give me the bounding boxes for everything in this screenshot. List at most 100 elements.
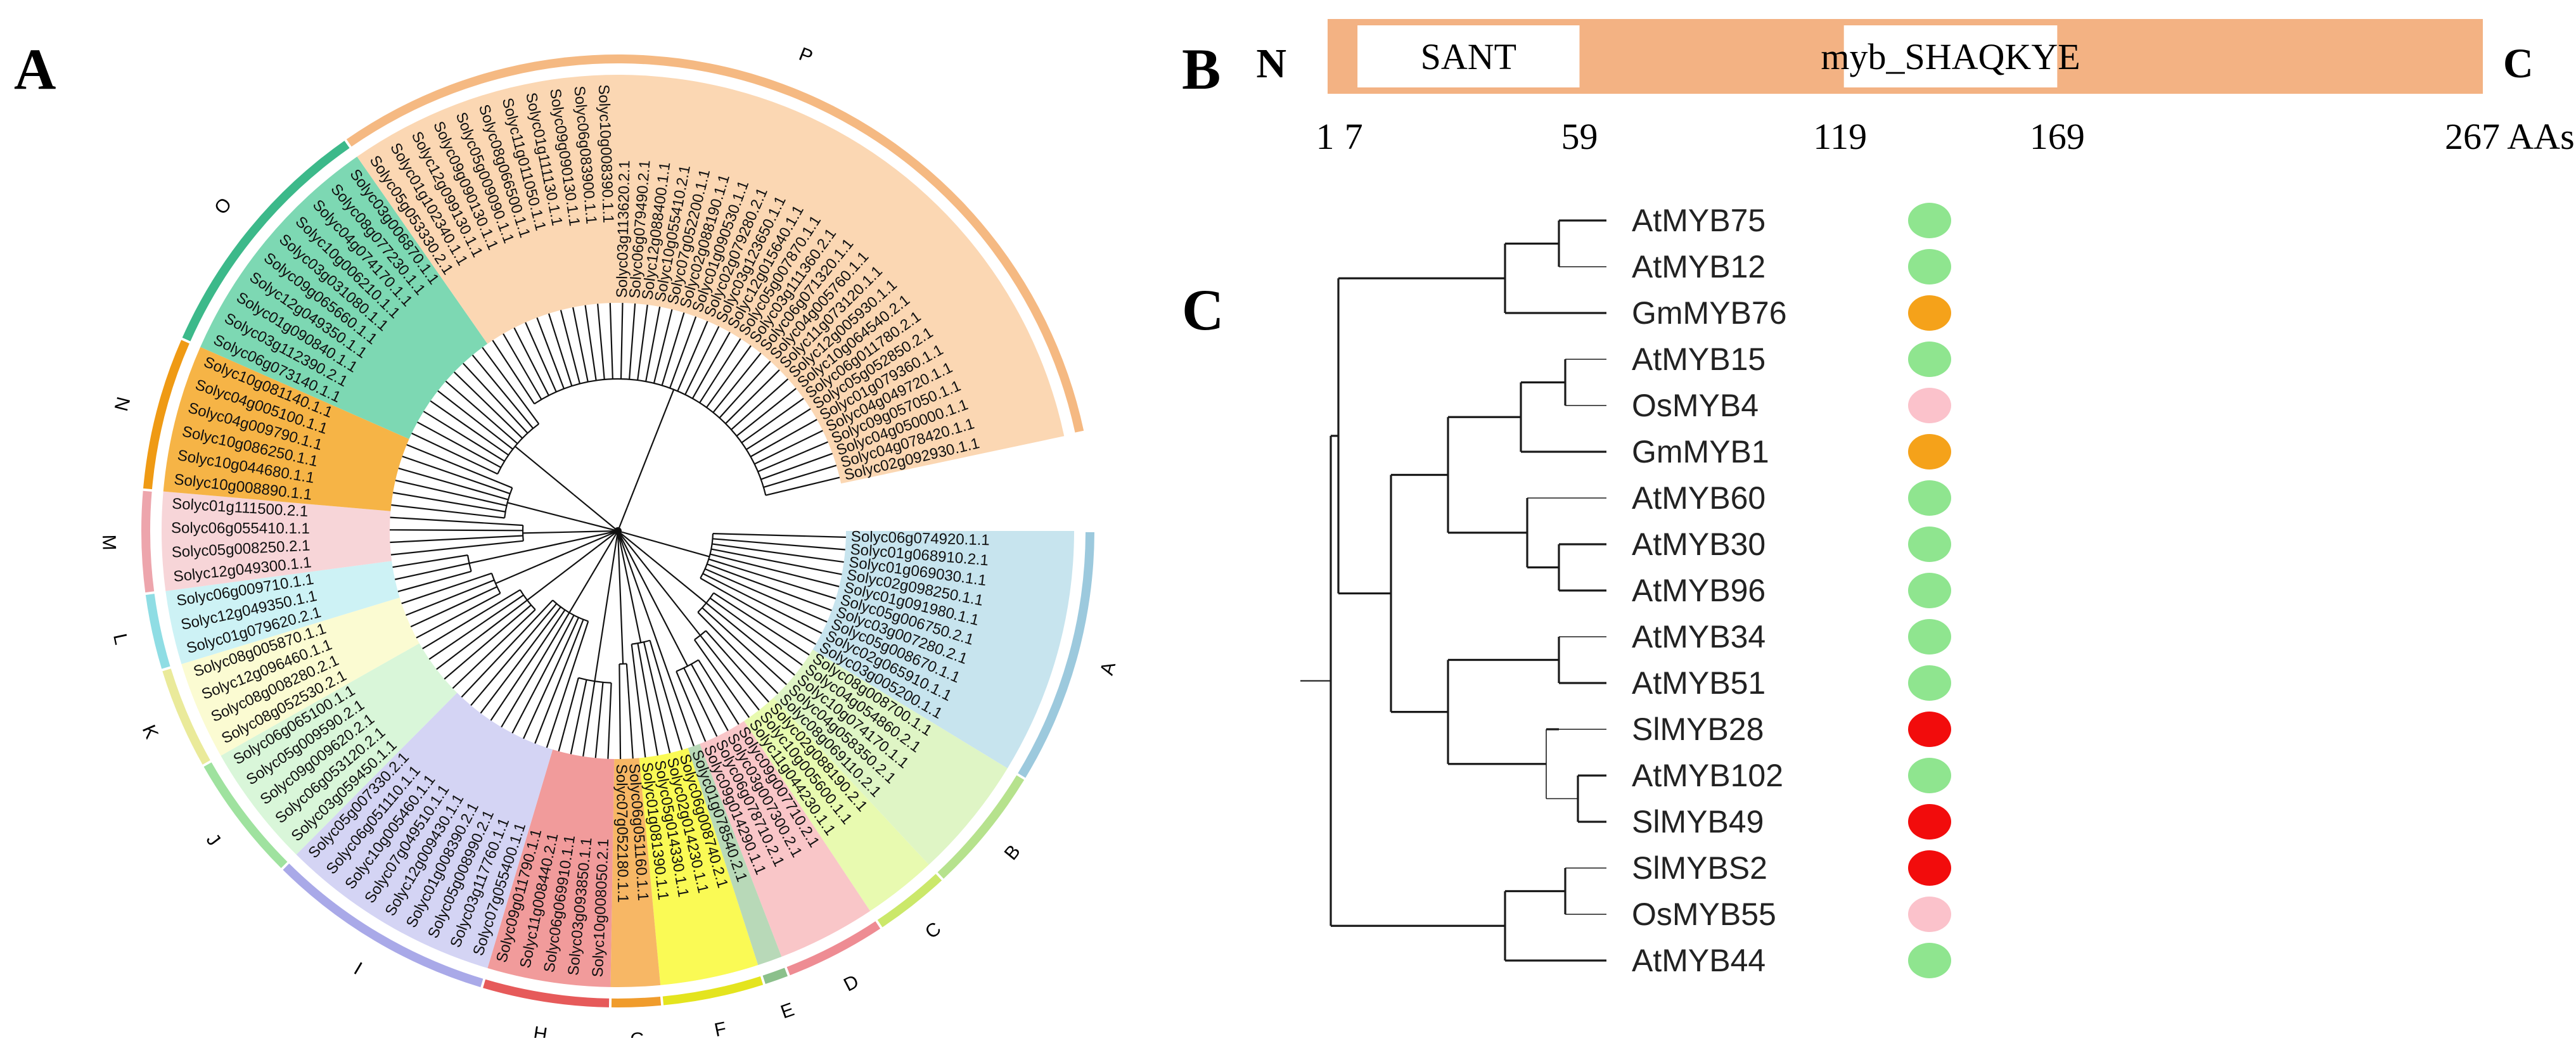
leaf-branch: [429, 595, 523, 659]
root-branch: [593, 531, 618, 532]
leaf-branch: [535, 620, 583, 744]
leaf-branch: [700, 578, 816, 644]
species-marker: [1908, 665, 1951, 701]
leaf-branch: [726, 370, 779, 424]
clade-letter: C: [921, 918, 945, 943]
leaf-branch: [492, 340, 534, 404]
leaf-branch: [632, 644, 646, 758]
residue-tick-label: 1: [1316, 116, 1335, 157]
leaf-branch: [411, 587, 497, 627]
species-tree-branches: [1300, 220, 1606, 961]
clade-ring-segment-m: [141, 491, 154, 592]
root-branch: [618, 531, 619, 556]
leaf-branch: [764, 466, 836, 487]
leaf-label: Solyc06g055410.1.1: [171, 520, 310, 537]
clade-ring-segment-e: [763, 968, 788, 984]
leaf-branch: [714, 593, 809, 655]
leaf-branch: [736, 388, 796, 436]
leaf-branch: [698, 612, 778, 693]
leaf-branch: [473, 355, 534, 428]
leaf-branch: [423, 411, 504, 461]
clade-letter: P: [796, 44, 816, 68]
species-marker: [1908, 434, 1951, 469]
domain-name: myb_SHAQKYE: [1821, 36, 2080, 77]
species-marker: [1908, 295, 1951, 331]
clade-stem: [627, 390, 674, 508]
clade-stem: [496, 547, 580, 584]
leaf-branch: [619, 664, 620, 759]
leaf-branch: [702, 608, 786, 684]
clade-letter: I: [350, 958, 366, 979]
species-marker: [1908, 712, 1951, 747]
residue-tick-label: 169: [2030, 116, 2085, 157]
leaf-branch: [571, 680, 587, 754]
leaf-branch: [390, 535, 523, 542]
leaf-branch: [390, 518, 523, 525]
root-branch: [618, 508, 627, 531]
clade-letter: J: [202, 829, 224, 850]
leaf-branch: [707, 346, 751, 407]
tree-branches: [390, 303, 846, 759]
clade-letter: F: [713, 1018, 729, 1038]
residue-tick-label: 7: [1345, 116, 1363, 157]
panel-label-b: B: [1182, 37, 1221, 101]
species-marker: [1908, 804, 1951, 840]
clade-stem: [650, 557, 706, 603]
species-label: AtMYB96: [1632, 573, 1765, 608]
species-label: AtMYB102: [1632, 758, 1783, 793]
clade-letter: B: [1001, 841, 1025, 864]
clade-stem: [629, 587, 641, 642]
clade-stem: [653, 576, 700, 635]
leaf-branch: [559, 678, 579, 751]
leaf-branch: [561, 310, 580, 383]
leaf-branch: [741, 399, 804, 443]
leaf-label: Solyc07g052180.1.1: [613, 764, 631, 903]
leaf-branch: [713, 533, 846, 537]
clade-stem: [594, 572, 612, 681]
panel-label-a: A: [14, 37, 56, 101]
species-marker: [1908, 388, 1951, 423]
residue-tick-label: 119: [1813, 116, 1867, 157]
leaf-branch: [621, 303, 622, 379]
leaf-branch: [583, 681, 594, 757]
clade-letter: H: [532, 1023, 548, 1038]
leaf-branch: [416, 593, 501, 637]
species-label: SlMYBS2: [1632, 850, 1767, 886]
species-label: AtMYB34: [1632, 619, 1765, 655]
species-markers: [1908, 203, 1951, 978]
clade-letter: E: [778, 999, 797, 1023]
residue-tick-label: 59: [1561, 116, 1598, 157]
leaf-branch: [627, 664, 633, 759]
leaf-branch: [452, 610, 535, 688]
leaf-branch: [719, 361, 770, 418]
clade-letter: L: [109, 632, 132, 646]
leaf-branch: [710, 598, 803, 665]
clade-letter: O: [210, 194, 236, 219]
leaf-branch: [402, 456, 510, 494]
species-label: GmMYB76: [1632, 295, 1787, 331]
species-label: OsMYB55: [1632, 897, 1776, 932]
species-label: OsMYB4: [1632, 388, 1759, 423]
clade-ring-segment-l: [146, 594, 170, 669]
leaf-branch: [713, 353, 760, 412]
species-marker: [1908, 527, 1951, 562]
clade-letter: N: [111, 395, 134, 413]
species-marker: [1908, 480, 1951, 516]
leaf-branch: [438, 391, 513, 449]
clade-stem: [523, 532, 593, 533]
clade-stem: [643, 538, 710, 557]
leaf-branch: [391, 505, 504, 518]
leaf-branch: [391, 541, 523, 555]
species-marker: [1908, 249, 1951, 284]
species-label: AtMYB51: [1632, 665, 1765, 701]
species-labels: AtMYB75AtMYB12GmMYB76AtMYB15OsMYB4GmMYB1…: [1632, 203, 1787, 978]
leaf-branch: [596, 682, 603, 758]
leaf-branch: [707, 603, 795, 675]
leaf-branch: [586, 305, 596, 381]
leaf-branch: [608, 683, 611, 759]
species-label: SlMYB28: [1632, 712, 1764, 747]
